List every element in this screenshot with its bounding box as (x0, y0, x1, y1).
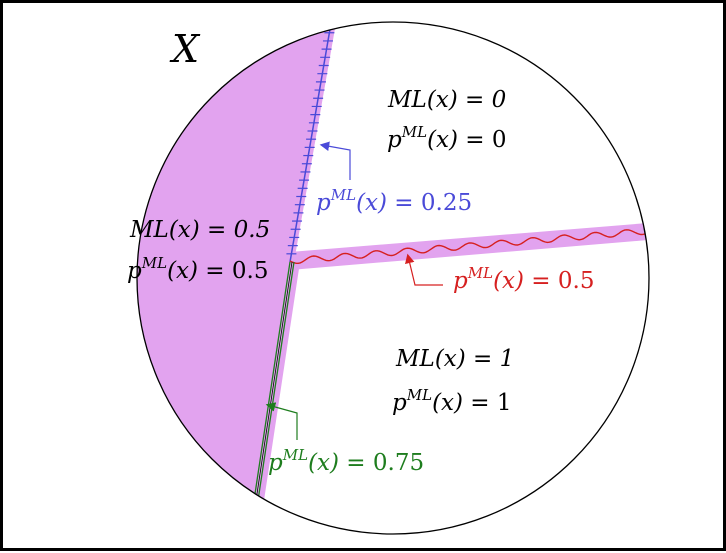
pml-sup: ML (330, 186, 356, 204)
space-circle (136, 21, 650, 535)
blue-annotation-arrow (319, 141, 351, 180)
pml-value: = 0.5 (205, 258, 268, 284)
pml-value: = 1 (470, 390, 511, 416)
pml-p: p (316, 190, 331, 216)
pml-sup: ML (401, 123, 427, 141)
pml-p: p (453, 268, 468, 294)
top-right-ml-label: ML(x) = 0 (387, 87, 506, 113)
pml-arg: (x) (308, 450, 346, 476)
red-boundary-band (290, 222, 649, 270)
left-ml-label: ML(x) = 0.5 (129, 217, 270, 243)
green-boundary-label: pML(x) = 0.75 (268, 446, 424, 476)
shaded-regions (137, 22, 649, 534)
space-symbol: X (169, 27, 201, 71)
pml-arg: (x) (356, 190, 394, 216)
bottom-right-ml-label: ML(x) = 1 (395, 346, 514, 372)
pml-p: p (387, 127, 402, 153)
pml-value: = 0.25 (394, 190, 472, 216)
red-annotation-arrow (405, 253, 443, 286)
pml-sup: ML (467, 264, 493, 282)
pml-p: p (268, 450, 283, 476)
pml-value: = 0.5 (531, 268, 594, 294)
pml-arg: (x) (493, 268, 531, 294)
red-boundary-label: pML(x) = 0.5 (453, 264, 594, 294)
blue-boundary-ticks (286, 23, 336, 255)
pml-arg: (x) (427, 127, 465, 153)
pml-p: p (127, 258, 142, 284)
left-region-shade (137, 22, 336, 534)
green-annotation-arrow (265, 402, 298, 440)
pml-sup: ML (141, 254, 167, 272)
left-pml-label: pML(x) = 0.5 (127, 254, 268, 284)
bottom-right-pml-label: pML(x) = 1 (392, 386, 512, 416)
blue-boundary-label: pML(x) = 0.25 (316, 186, 472, 216)
pml-p: p (392, 390, 407, 416)
pml-sup: ML (282, 446, 308, 464)
top-right-pml-label: pML(x) = 0 (387, 123, 507, 153)
pml-value: = 0.75 (346, 450, 424, 476)
pml-value: = 0 (465, 127, 506, 153)
red-boundary-line (289, 226, 649, 264)
pml-sup: ML (406, 386, 432, 404)
pml-arg: (x) (167, 258, 205, 284)
pml-arg: (x) (432, 390, 470, 416)
